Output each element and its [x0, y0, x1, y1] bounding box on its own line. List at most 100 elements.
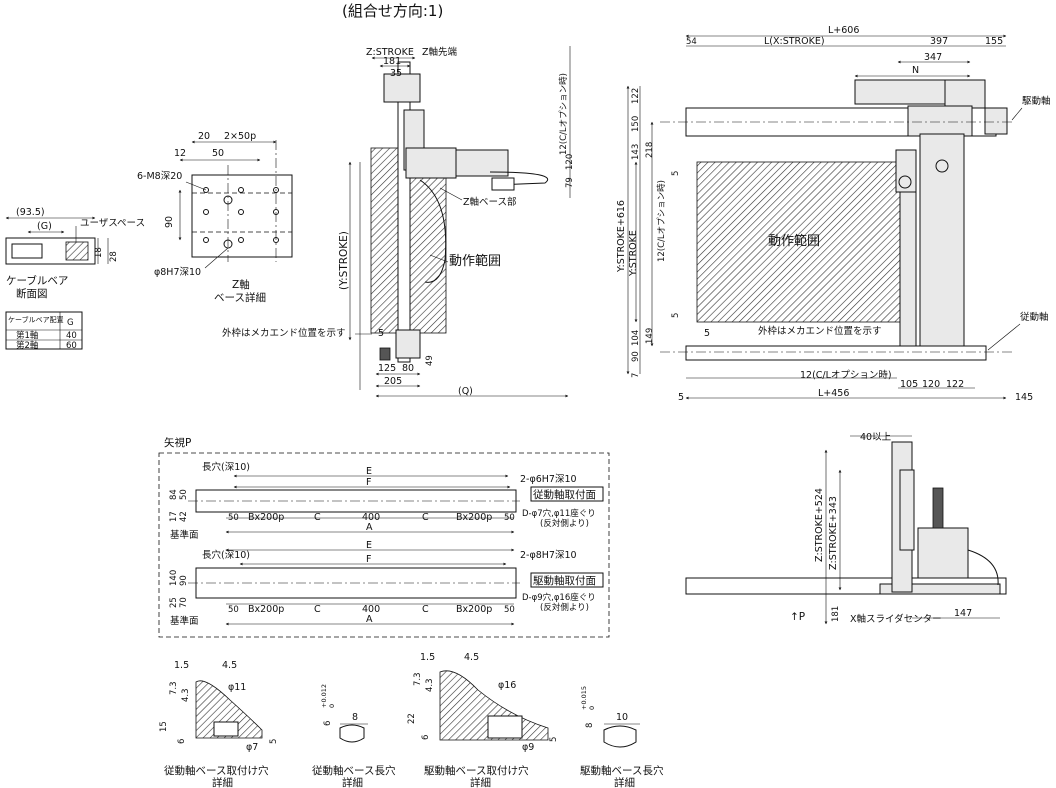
e-lower: E — [366, 540, 372, 551]
au-row-0: 50 — [228, 513, 239, 523]
z-stroke-label: Z:STROKE — [366, 47, 414, 58]
d3-dim-7-3: 7.3 — [413, 672, 423, 686]
d2-label-1: 従動軸ベース長穴 — [312, 764, 396, 777]
cable-bear-section: (93.5) (G) ユーザスペース 18 28 ケーブルベア 断面図 — [5, 207, 145, 300]
pin-lower: 2-φ8H7深10 — [520, 550, 577, 561]
e-upper: E — [366, 466, 372, 477]
table-row-1-axis: 第1軸 — [16, 330, 38, 341]
front-dim-147: 147 — [954, 608, 972, 619]
hole-lower-note: (反対側より) — [540, 602, 589, 613]
top-l-456: L+456 — [818, 388, 849, 399]
al-dim-90: 90 — [179, 575, 189, 586]
side-dim-205: 205 — [384, 376, 402, 387]
a-lower: A — [366, 614, 373, 625]
table-row-2-g: 60 — [66, 341, 77, 351]
hole-lower: D-φ9穴,φ16座ぐり — [522, 592, 596, 603]
d2-dim-6: 6 — [323, 721, 333, 726]
au-row-5: Bx200p — [456, 512, 492, 523]
hole-upper: D-φ7穴,φ11座ぐり — [522, 508, 596, 519]
top-dim-7: 7 — [631, 373, 641, 378]
dim-50: 50 — [212, 148, 224, 159]
ref-face-upper: 基準面 — [170, 529, 199, 541]
table-header-arrangement: ケーブルベア配置 — [8, 315, 64, 324]
top-dim-5d: 5 — [678, 392, 684, 403]
slot-upper: 長穴(深10) — [202, 461, 250, 473]
d1-label-1: 従動軸ベース取付け穴 — [164, 764, 269, 777]
d3-dim-4-5: 4.5 — [464, 652, 479, 663]
top-dim-155: 155 — [985, 36, 1003, 47]
au-dim-84: 84 — [169, 489, 179, 500]
top-dim-149: 149 — [645, 328, 655, 344]
front-dim-181: 181 — [831, 606, 841, 622]
user-space-label: ユーザスペース — [80, 218, 145, 229]
dim-2x50p: 2×50p — [224, 131, 256, 142]
d4-dim-tol-lower: 0 — [588, 706, 596, 710]
d1-dim-5: 5 — [269, 739, 279, 744]
dim-90: 90 — [164, 216, 175, 228]
front-view: 40以上 Z:STROKE+524 Z:STROKE+343 ↑P 181 X軸… — [685, 432, 1007, 625]
table-row-2-axis: 第2軸 — [16, 340, 38, 351]
pin-hole-label: φ8H7深10 — [154, 267, 201, 278]
driven-face-label: 従動軸取付面 — [533, 488, 596, 501]
side-cl-option: 12(C/Lオプション時) — [559, 73, 569, 155]
top-cl-option-h: 12(C/Lオプション時) — [800, 370, 892, 381]
table-header-g: G — [67, 318, 74, 328]
top-dim-5a: 5 — [671, 171, 681, 176]
d4-dim-10: 10 — [616, 712, 628, 723]
d1-dim-phi11: φ11 — [228, 682, 246, 693]
front-p-arrow: ↑P — [790, 611, 805, 623]
au-dim-17: 17 — [169, 511, 179, 522]
top-dim-397: 397 — [930, 36, 948, 47]
side-dim-35: 35 — [390, 68, 402, 79]
dim-93-5: (93.5) — [16, 207, 45, 218]
z-tip-label: Z軸先端 — [422, 46, 458, 58]
d4-label-2: 詳細 — [614, 776, 635, 788]
z-base-label-2: ベース詳細 — [214, 291, 266, 304]
top-y-stroke: Y:STROKE — [628, 230, 639, 277]
side-motion-range: 動作範囲 — [449, 254, 501, 269]
cable-bear-section-label-1: ケーブルベア — [6, 274, 68, 287]
table-row-1-g: 40 — [66, 331, 77, 341]
top-dim-120: 120 — [922, 379, 940, 390]
f-upper: F — [366, 477, 371, 488]
al-row-6: 50 — [504, 605, 515, 615]
d1-dim-phi7: φ7 — [246, 742, 258, 753]
top-outer-frame-note: 外枠はメカエンド位置を示す — [758, 325, 882, 337]
al-row-4: C — [422, 604, 429, 615]
d3-label-2: 詳細 — [470, 776, 491, 788]
z-base-part-label: Z軸ベース部 — [463, 196, 517, 208]
a-upper: A — [366, 522, 373, 533]
side-outer-frame-note: 外枠はメカエンド位置を示す — [222, 327, 346, 339]
dim-12: 12 — [174, 148, 186, 159]
al-row-2: C — [314, 604, 321, 615]
top-dim-347: 347 — [924, 52, 942, 63]
top-dim-105: 105 — [900, 379, 918, 390]
al-row-0: 50 — [228, 605, 239, 615]
pin-upper: 2-φ6H7深10 — [520, 474, 577, 485]
top-dim-90: 90 — [631, 351, 641, 362]
drive-axis-label: 駆動軸 — [1022, 95, 1051, 107]
top-dim-5b: 5 — [671, 313, 681, 318]
al-dim-70: 70 — [179, 597, 189, 608]
driven-axis-label: 従動軸 — [1020, 311, 1049, 323]
slot-lower: 長穴(深10) — [202, 549, 250, 561]
detail-drive-mount-hole: 1.5 4.5 7.3 4.3 φ16 22 6 5 φ9 駆動軸ベース取付け穴… — [407, 652, 559, 788]
drive-face-label: 駆動軸取付面 — [533, 574, 596, 587]
top-dim-145: 145 — [1015, 392, 1033, 403]
top-y-stroke-616: Y:STROKE+616 — [616, 200, 627, 273]
al-dim-140: 140 — [169, 570, 179, 586]
d1-dim-4-3: 4.3 — [181, 688, 191, 702]
top-dim-122-top: 122 — [631, 88, 641, 104]
side-dim-5: 5 — [378, 328, 384, 339]
d2-dim-tol-lower: 0 — [328, 704, 336, 708]
d3-dim-5: 5 — [549, 737, 559, 742]
top-motion-range: 動作範囲 — [768, 234, 820, 249]
au-row-1: Bx200p — [248, 512, 284, 523]
side-dim-49: 49 — [425, 355, 435, 366]
d1-dim-4-5: 4.5 — [222, 660, 237, 671]
au-row-4: C — [422, 512, 429, 523]
dim-28: 28 — [109, 251, 119, 262]
m8-tap-label: 6-M8深20 — [137, 171, 182, 182]
au-dim-42: 42 — [179, 511, 189, 522]
